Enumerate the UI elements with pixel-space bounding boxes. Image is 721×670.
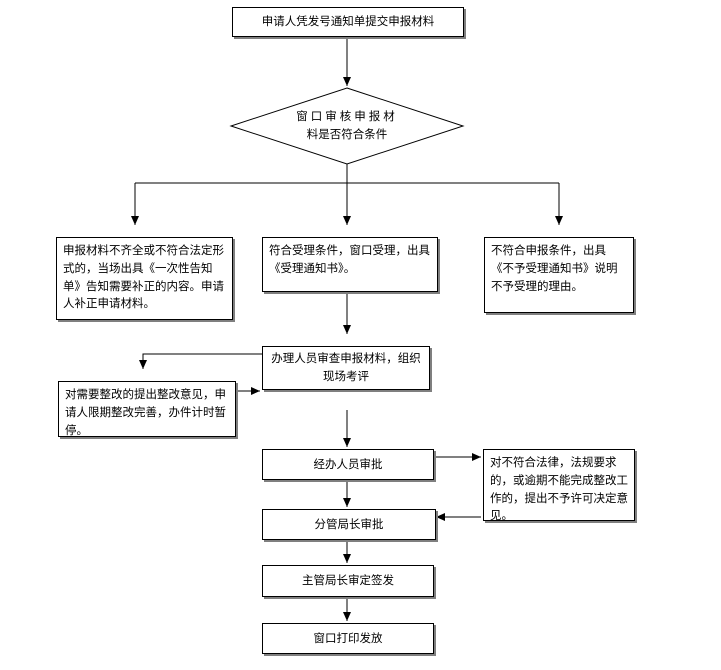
node-review-line2: 料是否符合条件	[306, 127, 388, 142]
arrow-examine-to-rectify	[139, 353, 262, 369]
node-review: 窗口审核申报材 料是否符合条件	[262, 107, 432, 144]
node-review-line1: 窗口审核申报材	[296, 109, 398, 123]
node-deputy-approve-text: 分管局长审批	[314, 516, 384, 531]
node-issue-text: 窗口打印发放	[313, 630, 383, 645]
node-rectify-text: 对需要整改的提出整改意见，申请人限期整改完善，办件计时暂停。	[65, 387, 226, 437]
node-reject: 不符合申报条件，出具《不予受理通知书》说明不予受理的理由。	[484, 237, 634, 313]
node-rectify: 对需要整改的提出整改意见，申请人限期整改完善，办件计时暂停。	[58, 381, 236, 437]
node-incomplete: 申报材料不齐全或不符合法定形式的，当场出具《一次性告知单》告知需要补正的内容。申…	[56, 237, 233, 320]
node-deny-text: 对不符合法律，法规要求的，或逾期不能完成整改工作的，提出不予许可决定意见。	[490, 455, 628, 523]
node-handler-approve-text: 经办人员审批	[313, 456, 383, 471]
node-issue: 窗口打印发放	[262, 623, 434, 654]
node-submit-text: 申请人凭发号通知单提交申报材料	[261, 14, 435, 29]
node-handler-approve: 经办人员审批	[262, 449, 434, 480]
node-chief-approve: 主管局长审定签发	[262, 565, 434, 597]
node-examine: 办理人员审查申报材料，组织现场考评	[262, 346, 430, 390]
node-chief-approve-text: 主管局长审定签发	[302, 573, 394, 588]
node-examine-text: 办理人员审查申报材料，组织现场考评	[271, 351, 421, 383]
node-accept-text: 符合受理条件，窗口受理，出具《受理通知书》。	[269, 243, 430, 275]
node-deny: 对不符合法律，法规要求的，或逾期不能完成整改工作的，提出不予许可决定意见。	[483, 449, 635, 523]
node-reject-text: 不符合申报条件，出具《不予受理通知书》说明不予受理的理由。	[491, 243, 618, 293]
node-deputy-approve: 分管局长审批	[262, 509, 436, 540]
node-incomplete-text: 申报材料不齐全或不符合法定形式的，当场出具《一次性告知单》告知需要补正的内容。申…	[63, 243, 224, 311]
node-submit: 申请人凭发号通知单提交申报材料	[232, 7, 464, 37]
node-accept: 符合受理条件，窗口受理，出具《受理通知书》。	[262, 237, 438, 292]
